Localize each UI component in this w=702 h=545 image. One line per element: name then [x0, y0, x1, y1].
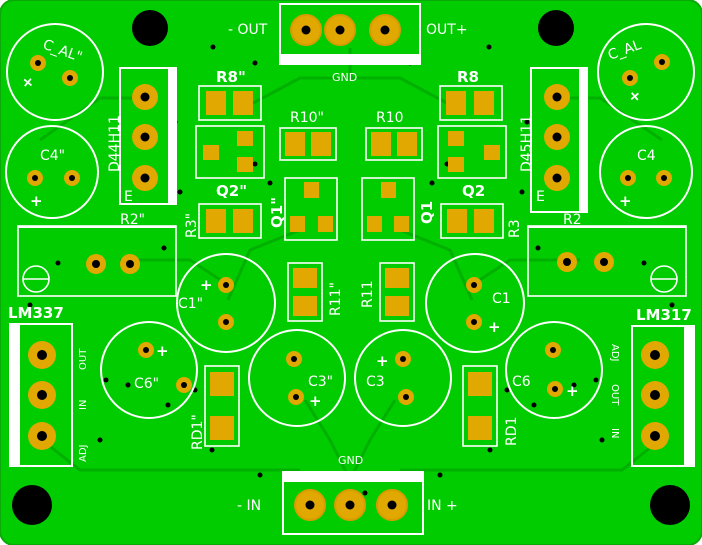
- label-c6-right: C6: [512, 374, 531, 390]
- transistor-q2-left: [195, 125, 265, 179]
- label-in-lm337: IN: [78, 400, 89, 410]
- capacitor-c4-right: [599, 125, 693, 219]
- label-d45h11: D45H11: [519, 115, 535, 172]
- label-c1-right: C1: [492, 291, 511, 307]
- label-r3-right: R3: [507, 219, 523, 238]
- label-gnd-top: GND: [332, 71, 357, 84]
- resistor-r11-right: [379, 262, 415, 322]
- label-gnd-bottom: GND: [338, 454, 363, 467]
- capacitor-c4-left: [5, 125, 99, 219]
- label-d44h11: D44H11: [107, 115, 123, 172]
- label-plus-c3-right: +: [376, 352, 389, 370]
- label-out-plus: OUT+: [426, 22, 468, 38]
- mounting-hole-bottom-right: [650, 485, 690, 525]
- label-q2-left: Q2": [216, 182, 247, 200]
- label-adj-lm317: ADJ: [609, 344, 620, 362]
- capacitor-c1-left: [176, 253, 276, 353]
- label-r8-right: R8: [457, 68, 479, 86]
- resistor-r11-left: [287, 262, 323, 322]
- resistor-rd1-right: [462, 365, 498, 447]
- label-q1-left: Q1": [268, 197, 286, 228]
- label-r10-left: R10": [290, 110, 324, 126]
- label-plus-c4-right: +: [619, 192, 632, 210]
- mounting-hole-top-left: [132, 10, 168, 46]
- input-connector: [282, 471, 424, 535]
- label-out-lm337: OUT: [78, 348, 89, 370]
- label-e-right: E: [536, 189, 545, 205]
- regulator-lm317: [631, 325, 695, 467]
- label-q1-right: Q1: [418, 201, 436, 224]
- label-c4-left: C4": [40, 148, 65, 164]
- label-plus-c6-left: +: [156, 342, 169, 360]
- transistor-q1-right: [361, 177, 415, 241]
- label-plus-c6-right: +: [566, 382, 579, 400]
- label-r10-right: R10: [376, 110, 404, 126]
- transistor-d45h11: [530, 67, 588, 213]
- label-in-lm317: IN: [609, 428, 620, 438]
- resistor-r3-right: [440, 203, 504, 239]
- resistor-r8-left: [198, 85, 262, 121]
- trimmer-r2-left: [17, 225, 177, 297]
- label-out-lm317: OUT: [609, 384, 620, 406]
- mounting-hole-bottom-left: [12, 485, 52, 525]
- resistor-r3-left: [198, 203, 262, 239]
- label-e-left: E: [124, 189, 133, 205]
- capacitor-c3-right: [354, 329, 452, 427]
- label-in-plus: IN +: [427, 498, 458, 514]
- capacitor-c6-right: [505, 321, 603, 419]
- label-r8-left: R8": [216, 68, 246, 86]
- label-c6-left: C6": [134, 376, 159, 392]
- transistor-q1-left: [284, 177, 338, 241]
- label-adj-lm337: ADJ: [78, 445, 89, 463]
- label-r3-left: R3": [184, 213, 200, 238]
- capacitor-c6-left: [100, 321, 198, 419]
- label-plus-c1-right: +: [488, 318, 501, 336]
- label-r11-right: R11: [360, 280, 376, 308]
- label-r2-left: R2": [120, 212, 145, 228]
- capacitor-c-al-left: [6, 23, 104, 121]
- mounting-holes: [12, 10, 690, 525]
- label-c3-left: C3": [308, 374, 333, 390]
- resistor-r8-right: [439, 85, 503, 121]
- label-q2-right: Q2: [462, 182, 485, 200]
- label-c4-right: C4: [637, 148, 656, 164]
- label-c1-left: C1": [178, 296, 203, 312]
- label-out-minus: - OUT: [228, 22, 268, 38]
- label-c3-right: C3: [366, 374, 385, 390]
- label-plus-c4-left: +: [30, 192, 43, 210]
- resistor-r10-right: [365, 127, 423, 161]
- trimmer-r2-right: [527, 225, 687, 297]
- capacitor-c-al-right: [597, 23, 695, 121]
- capacitor-c3-left: [248, 329, 346, 427]
- label-rd1-left: RD1": [190, 414, 206, 450]
- output-connector: [279, 3, 421, 65]
- label-lm317: LM317: [636, 306, 692, 324]
- regulator-lm337: [9, 323, 73, 467]
- transistor-d44h11: [119, 67, 177, 205]
- label-r11-left: R11": [328, 282, 344, 316]
- label-lm337: LM337: [8, 304, 64, 322]
- resistor-r10-left: [279, 127, 337, 161]
- label-in-minus: - IN: [237, 498, 261, 514]
- label-r2-right: R2: [563, 212, 582, 228]
- label-plus-c3-left: +: [309, 392, 322, 410]
- label-rd1-right: RD1: [504, 417, 520, 446]
- transistor-q2-right: [437, 125, 507, 179]
- resistor-rd1-left: [204, 365, 240, 447]
- label-plus-c1-left: +: [200, 276, 213, 294]
- capacitor-c1-right: [425, 253, 525, 353]
- mounting-hole-top-right: [538, 10, 574, 46]
